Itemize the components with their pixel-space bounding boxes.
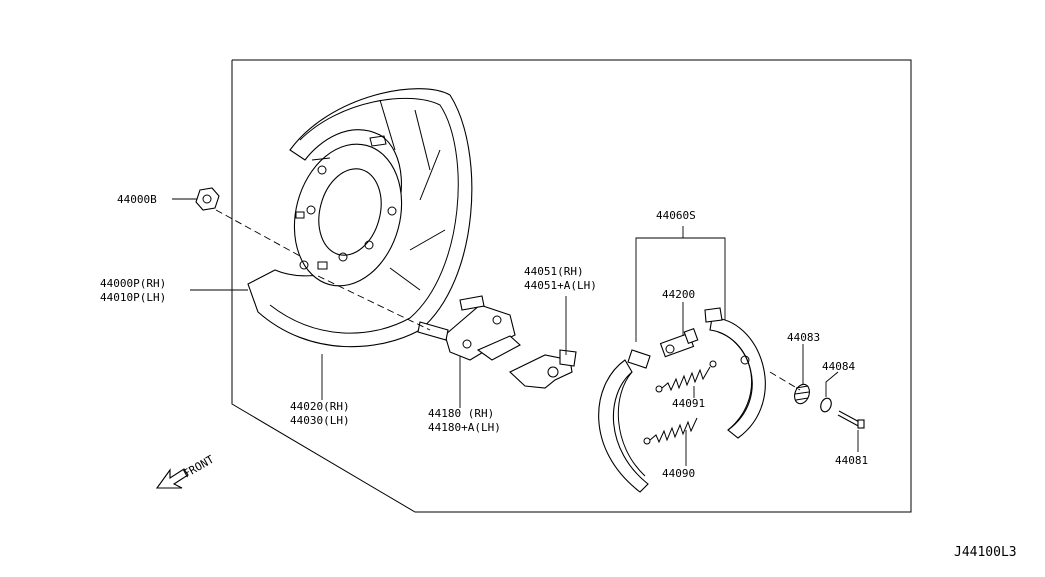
label-44091: 44091 — [672, 397, 705, 410]
label-44010p: 44010P(LH) — [100, 291, 166, 304]
backing-plate — [247, 88, 473, 348]
label-44081: 44081 — [835, 454, 868, 467]
label-44051: 44051(RH) — [524, 265, 584, 278]
return-spring-upper — [655, 360, 717, 393]
return-spring-lower — [643, 417, 698, 445]
alignment-lines — [215, 209, 801, 391]
label-front: FRONT — [181, 453, 217, 481]
label-44090: 44090 — [662, 467, 695, 480]
diagram-code: J44100L3 — [954, 545, 1017, 560]
hold-down-retainer — [820, 397, 832, 413]
label-44000p: 44000P(RH) — [100, 277, 166, 290]
label-44180a: 44180+A(LH) — [428, 421, 501, 434]
label-44084: 44084 — [822, 360, 855, 373]
label-44030: 44030(LH) — [290, 414, 350, 427]
shoe-adjuster-assembly — [659, 327, 699, 358]
hold-down-pin — [837, 410, 865, 429]
parking-lever — [417, 295, 521, 361]
front-arrow-icon — [155, 468, 189, 489]
brake-shoe-left — [598, 349, 651, 493]
leader-lines — [172, 198, 859, 466]
label-44051a: 44051+A(LH) — [524, 279, 597, 292]
hold-down-spring — [794, 383, 810, 405]
label-44200: 44200 — [662, 288, 695, 301]
label-44020: 44020(RH) — [290, 400, 350, 413]
label-44000b: 44000B — [117, 193, 157, 206]
hub-nut — [195, 187, 220, 211]
shoe-adjuster-bracket — [509, 349, 577, 389]
brake-shoe-right — [704, 307, 766, 439]
label-44060s: 44060S — [656, 209, 696, 222]
diagram-frame — [231, 59, 912, 513]
label-44083: 44083 — [787, 331, 820, 344]
label-44180: 44180 (RH) — [428, 407, 494, 420]
